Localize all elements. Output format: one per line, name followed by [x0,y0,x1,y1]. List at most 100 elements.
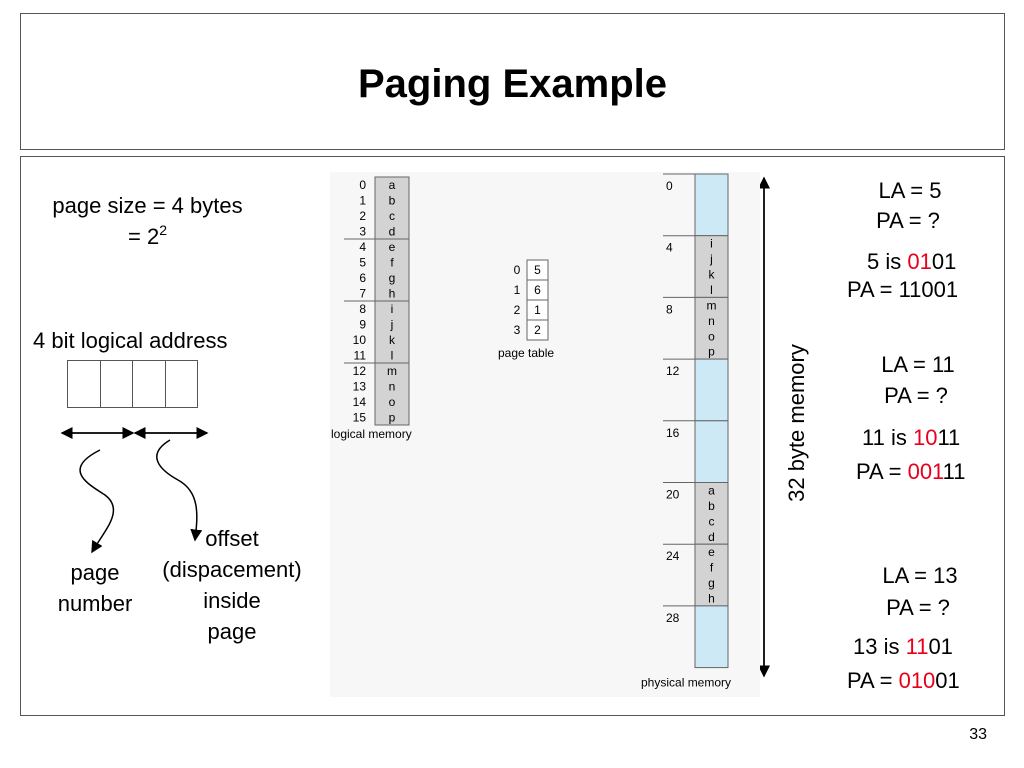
logical-byte: n [389,380,396,394]
example2-la: LA = 11 [881,352,955,377]
physical-byte: o [708,329,715,343]
page-size-line1: page size = 4 bytes [52,193,243,218]
example3-pa-suffix: 01 [935,668,960,693]
logical-byte: j [390,318,394,332]
offset-line: offset [205,526,259,551]
example1-pa-answer: PA = 11001 [847,277,958,303]
example2-pa-prefix: PA = [856,459,908,484]
physical-address: 12 [666,364,680,378]
logical-address: 15 [353,411,367,425]
example3-binary: 13 is 1101 [853,634,953,660]
physical-byte: f [710,561,714,575]
example3-is-prefix: 13 is [853,634,906,659]
example2-pa-suffix: 11 [942,459,966,484]
logical-byte: k [389,333,396,347]
example3-la: LA = 13 [882,563,958,588]
page-table-index: 1 [514,283,521,297]
physical-frame-used [694,296,729,360]
example1-is-prefix: 5 is [867,249,908,274]
physical-byte: a [708,484,715,498]
physical-frame-empty [694,605,729,669]
physical-address: 8 [666,302,673,316]
logical-byte: i [391,302,394,316]
logical-byte: g [389,271,396,285]
offset-label: offset (dispacement) inside page [142,523,322,647]
logical-address-label: 4 bit logical address [33,328,228,353]
content-frame [20,156,1005,716]
example2-pa-question: PA = ? [884,383,948,408]
physical-byte: e [708,545,715,559]
example2-is-prefix: 11 is [862,425,913,450]
physical-frame-used [694,543,729,607]
page-table-entry [526,319,549,341]
physical-byte: l [710,283,713,297]
physical-address: 16 [666,426,680,440]
logical-byte: o [389,395,396,409]
page-table-index: 0 [514,263,521,277]
physical-byte: k [709,268,716,282]
slide-title: Paging Example [358,62,667,106]
offset-line: (dispacement) [162,557,302,582]
physical-frame-empty [694,358,729,422]
logical-address: 8 [359,302,366,316]
logical-byte: c [389,209,395,223]
page-table-frame: 6 [534,283,541,297]
example2-binary: 11 is 1011 [862,425,960,451]
logical-byte: a [389,178,396,192]
page-number-pointer [79,449,115,554]
example1-pa-prefix: PA = 11001 [847,277,959,302]
physical-frame-used [694,482,729,545]
offset-line: inside [203,588,261,613]
logical-byte: h [389,287,396,301]
example2-pa-answer: PA = 00111 [856,459,966,485]
physical-address: 0 [666,179,673,193]
address-bit-box [164,360,198,408]
logical-byte: e [389,240,396,254]
page-table-index: 3 [514,323,521,337]
example3-pa-prefix: PA = [847,668,899,693]
physical-byte: g [708,576,715,590]
physical-byte: n [708,314,715,328]
page-number-label: page number [55,557,135,619]
example3-pa-question: PA = ? [886,595,950,620]
physical-memory-caption: physical memory [641,676,731,690]
memory-size-label-wrap: 32 byte memory [782,340,812,510]
physical-byte: d [708,530,715,544]
physical-address: 24 [666,549,680,563]
title-frame: Paging Example [20,13,1005,150]
logical-address: 11 [354,349,367,363]
page-number-line: page [70,560,120,585]
example3-pa-red: 010 [898,668,936,693]
example3-is-red: 11 [905,634,929,659]
physical-byte: j [709,252,713,266]
page-table-frame: 5 [534,263,541,277]
physical-byte: h [708,591,715,605]
offset-pointer [156,439,203,542]
example1-la: LA = 5 [878,178,942,203]
logical-address: 4 [359,240,366,254]
example1-is-red: 01 [907,249,932,274]
logical-address: 3 [359,225,366,239]
logical-address: 7 [359,287,366,301]
physical-address: 28 [666,611,680,625]
page-size-exponent: 2 [159,222,167,238]
page-size-base: = 2 [128,224,160,249]
example2-is-red: 10 [912,425,938,450]
example2-is-suffix: 11 [937,425,961,450]
physical-byte: i [710,237,713,251]
offset-line: page [207,619,257,644]
memory-size-label: 32 byte memory [784,344,809,502]
physical-byte: p [708,345,715,359]
example1-is-suffix: 01 [931,249,957,274]
example2-pa-red: 001 [907,459,943,484]
logical-address: 5 [359,256,366,270]
logical-address: 10 [353,333,367,347]
logical-address-bits [67,360,198,408]
physical-frame-empty [694,173,729,237]
logical-memory-caption: logical memory [331,427,412,441]
logical-byte: b [389,194,396,208]
